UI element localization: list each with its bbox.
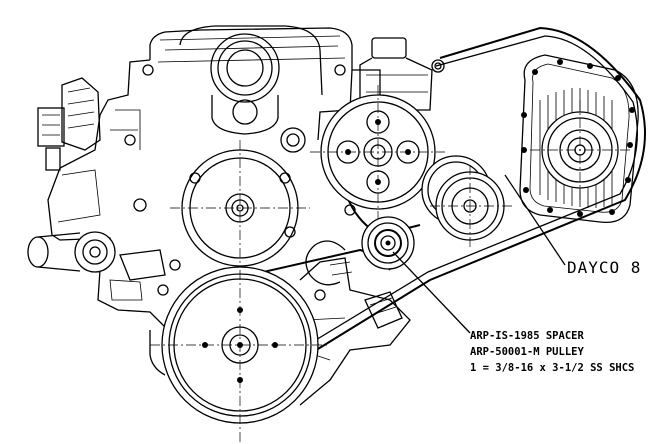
left-sensor-bracket [37, 77, 101, 171]
coolant-outlet-pipe [27, 231, 116, 273]
lower-right-bracket [364, 291, 403, 329]
crankshaft-pulley [150, 266, 330, 444]
callout-line-pulley: ARP-50001-M PULLEY [470, 346, 584, 358]
leader-line-parts [392, 251, 471, 334]
water-pump-pulley [133, 140, 310, 276]
parts-callout-label: ARP-IS-1985 SPACER ARP-50001-M PULLEY 1 … [470, 328, 634, 376]
callout-line-fastener: 1 = 3/8-16 x 3-1/2 SS SHCS [470, 362, 635, 374]
supercharger-pulley [530, 100, 632, 200]
spacer-idler-pulley [361, 216, 415, 270]
idler-pulleys [421, 155, 512, 248]
upper-center-housing [179, 25, 323, 153]
bolt-bosses [124, 64, 356, 301]
belt-callout-label: DAYCO 8 [567, 258, 642, 277]
leader-line-belt [504, 174, 566, 266]
accessory-pulley-upper [310, 85, 445, 220]
callout-line-spacer: ARP-IS-1985 SPACER [470, 330, 584, 342]
